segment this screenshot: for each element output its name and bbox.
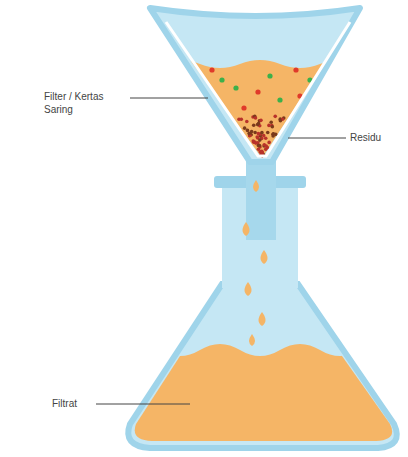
particle xyxy=(257,147,261,151)
leader-line xyxy=(288,138,346,139)
particle xyxy=(277,97,282,102)
droplets xyxy=(243,180,268,346)
particle xyxy=(267,73,272,78)
particle xyxy=(241,105,246,110)
particle xyxy=(243,126,247,130)
leader-line xyxy=(130,98,208,99)
particle xyxy=(255,135,259,139)
particles xyxy=(209,67,312,157)
particle xyxy=(250,130,254,134)
part-label: Filtrat xyxy=(52,397,77,410)
particle xyxy=(256,123,260,127)
particle xyxy=(239,118,243,122)
leader-line xyxy=(96,404,190,405)
particle xyxy=(293,67,298,72)
particle xyxy=(233,85,238,90)
particle xyxy=(260,131,264,135)
particle xyxy=(264,144,268,148)
particle xyxy=(255,89,260,94)
particle xyxy=(273,115,277,119)
particle xyxy=(272,132,276,136)
particle xyxy=(266,131,270,135)
filter-paper xyxy=(166,22,350,156)
particle xyxy=(209,67,214,72)
particle xyxy=(258,138,262,142)
particle xyxy=(253,131,257,135)
mixture xyxy=(160,60,360,170)
part-label: Residu xyxy=(350,131,381,144)
particle xyxy=(245,120,249,124)
particle xyxy=(219,77,224,82)
particle xyxy=(252,123,256,127)
particle xyxy=(246,129,250,133)
funnel-stem xyxy=(246,160,276,240)
particle xyxy=(269,120,273,124)
particle xyxy=(258,144,262,148)
filtrate-liquid xyxy=(120,344,400,450)
part-label: Filter / Kertas Saring xyxy=(44,90,124,116)
particle xyxy=(267,141,271,145)
particle xyxy=(279,119,283,123)
particle xyxy=(264,136,268,140)
particle xyxy=(271,125,275,129)
particle xyxy=(254,141,258,145)
particle xyxy=(254,116,258,120)
particle xyxy=(259,119,263,123)
particle xyxy=(256,132,260,136)
